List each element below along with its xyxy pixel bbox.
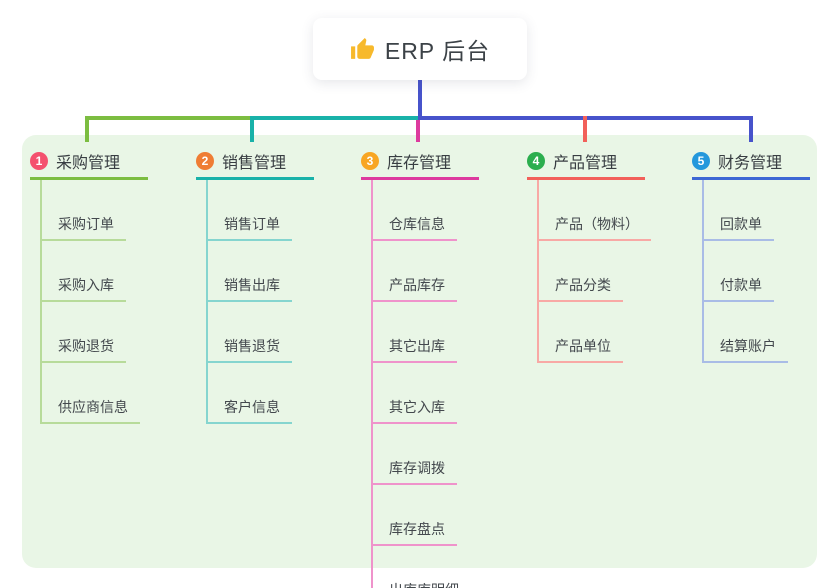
child-item[interactable]: 供应商信息 [40, 363, 140, 424]
branch-index-badge: 1 [30, 152, 48, 170]
child-item[interactable]: 销售出库 [206, 241, 292, 302]
branch-2: 2 销售管理 销售订单销售出库销售退货客户信息 [196, 148, 314, 424]
branch-index-badge: 3 [361, 152, 379, 170]
child-item[interactable]: 库存调拨 [371, 424, 457, 485]
branch-header[interactable]: 3 库存管理 [361, 148, 479, 180]
connector-drop-finance [749, 116, 753, 142]
branch-label: 销售管理 [222, 155, 287, 172]
branch-header[interactable]: 2 销售管理 [196, 148, 314, 180]
child-item[interactable]: 销售订单 [206, 180, 292, 241]
connector-bus-teal [252, 116, 418, 120]
branch-label: 产品管理 [553, 155, 618, 172]
connector-drop-purchase [85, 116, 89, 142]
child-item[interactable]: 结算账户 [702, 302, 788, 363]
branch-4: 4 产品管理 产品（物料）产品分类产品单位 [527, 148, 651, 363]
thumbs-up-icon [350, 37, 375, 62]
branch-index-badge: 2 [196, 152, 214, 170]
child-item[interactable]: 销售退货 [206, 302, 292, 363]
root-node[interactable]: ERP 后台 [313, 18, 527, 80]
child-item[interactable]: 其它出库 [371, 302, 457, 363]
child-item[interactable]: 产品单位 [537, 302, 623, 363]
branch-label: 采购管理 [56, 155, 121, 172]
child-item[interactable]: 回款单 [702, 180, 774, 241]
connector-bus-green [85, 116, 254, 120]
child-item[interactable]: 采购入库 [40, 241, 126, 302]
branch-header[interactable]: 5 财务管理 [692, 148, 810, 180]
connector-drop-sales [250, 116, 254, 142]
branch-index-badge: 4 [527, 152, 545, 170]
root-label: ERP 后台 [384, 38, 491, 64]
branch-children: 销售订单销售出库销售退货客户信息 [206, 180, 314, 424]
child-item[interactable]: 仓库信息 [371, 180, 457, 241]
branch-header[interactable]: 4 产品管理 [527, 148, 645, 180]
branch-5: 5 财务管理 回款单付款单结算账户 [692, 148, 810, 363]
child-item[interactable]: 客户信息 [206, 363, 292, 424]
connector-drop-product [583, 116, 587, 142]
branch-header[interactable]: 1 采购管理 [30, 148, 148, 180]
connector-root-stem [418, 80, 422, 118]
branch-1: 1 采购管理 采购订单采购入库采购退货供应商信息 [30, 148, 148, 424]
child-item[interactable]: 产品分类 [537, 241, 623, 302]
branch-children: 产品（物料）产品分类产品单位 [537, 180, 651, 363]
branch-children: 采购订单采购入库采购退货供应商信息 [40, 180, 148, 424]
child-item[interactable]: 产品库存 [371, 241, 457, 302]
branch-children: 回款单付款单结算账户 [702, 180, 810, 363]
child-item[interactable]: 采购退货 [40, 302, 126, 363]
connector-drop-inventory [416, 120, 420, 142]
thumbs-up-path [350, 37, 374, 59]
branches-panel [22, 135, 817, 568]
child-item[interactable]: 产品（物料） [537, 180, 651, 241]
branch-index-badge: 5 [692, 152, 710, 170]
child-item[interactable]: 付款单 [702, 241, 774, 302]
branch-3: 3 库存管理 仓库信息产品库存其它出库其它入库库存调拨库存盘点出库库明细 [361, 148, 479, 588]
child-item[interactable]: 采购订单 [40, 180, 126, 241]
branch-label: 库存管理 [387, 155, 452, 172]
branch-label: 财务管理 [718, 155, 783, 172]
child-item[interactable]: 出库库明细 [371, 546, 471, 588]
branch-children: 仓库信息产品库存其它出库其它入库库存调拨库存盘点出库库明细 [371, 180, 479, 588]
child-item[interactable]: 其它入库 [371, 363, 457, 424]
child-item[interactable]: 库存盘点 [371, 485, 457, 546]
